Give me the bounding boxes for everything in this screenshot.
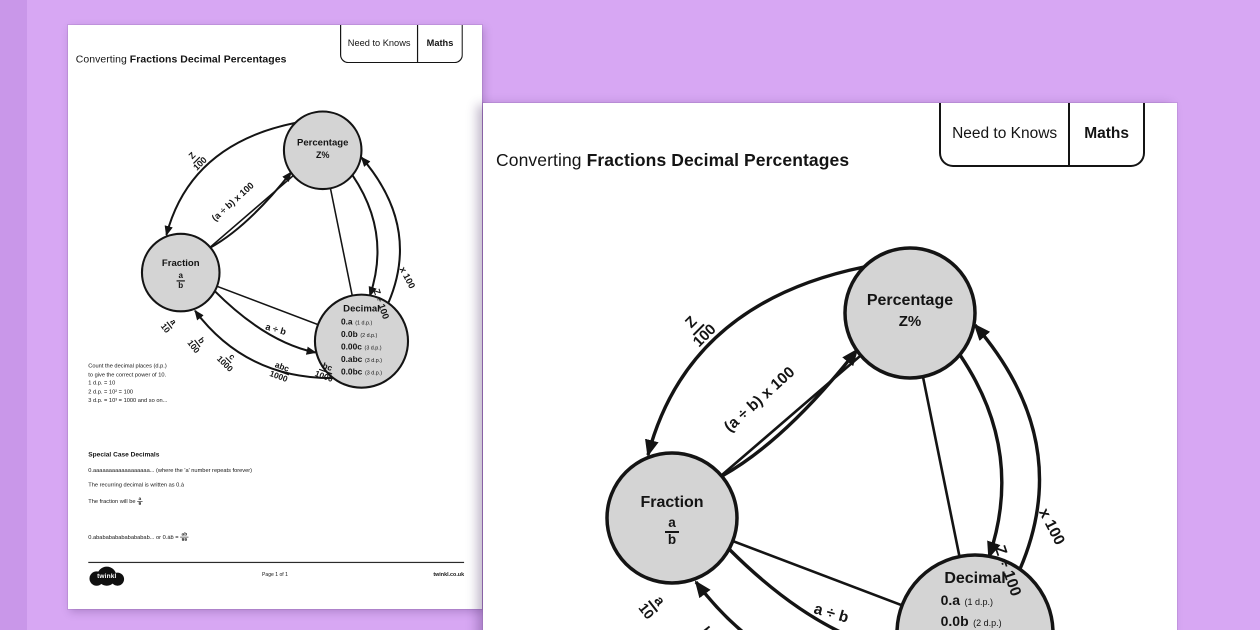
decimal-places-note: Count the decimal places (d.p.) to give … <box>88 362 167 405</box>
note-line: 3 d.p. = 10³ = 1000 and so on... <box>88 397 168 404</box>
arrow-fraction-to-decimal <box>727 547 841 630</box>
front-page[interactable]: Converting Fractions Decimal Percentages… <box>483 103 1177 630</box>
decimal-example: 0.0b (2 d.p.) <box>340 329 378 339</box>
fraction-circle <box>140 232 221 313</box>
percentage-value: Z% <box>315 150 330 161</box>
decimal-label: Decimal <box>343 303 380 314</box>
percentage-node: Percentage Z% <box>269 137 376 161</box>
background-left-strip <box>0 0 27 630</box>
percentage-value: Z% <box>898 313 922 330</box>
decimal-examples: 0.a (1 d.p.) 0.0b (2 d.p.) 0.00c (3 d.p.… <box>341 316 382 379</box>
arrow-percentage-to-decimal <box>958 354 1004 559</box>
fraction-label: Fraction <box>640 494 704 511</box>
title-emphasis: Fractions Decimal Percentages <box>586 150 850 170</box>
decimal-circle <box>313 293 410 389</box>
twinkl-logo: twinkl <box>89 565 125 586</box>
decimal-example: 0.00c (3 d.p.) <box>340 341 382 352</box>
percentage-circle <box>282 110 363 191</box>
arrow-decimal-to-fraction <box>194 309 332 380</box>
decimal-examples: 0.a (1 d.p.) 0.0b (2 d.p.) 0.00c (3 d.p.… <box>941 591 1010 630</box>
decimal-example: 0.0bc (3 d.p.) <box>340 366 382 377</box>
twinkl-logo-text: twinkl <box>97 572 117 580</box>
footer-divider <box>88 561 465 564</box>
arrow-percentage-to-fraction <box>645 265 865 457</box>
arrow-decimal-to-percentage <box>973 323 1042 570</box>
arrow-fraction-to-percentage <box>210 171 292 249</box>
tab-maths: Maths <box>426 38 454 49</box>
sheet: Converting Fractions Decimal Percentages… <box>483 103 1177 630</box>
resource-type-tab-group: Need to Knows Maths <box>340 25 463 64</box>
decimal-node: Decimal 0.a (1 d.p.) 0.0b (2 d.p.) 0.00c… <box>890 569 1060 630</box>
decimal-label: Decimal <box>944 570 1006 587</box>
decimal-example: 0.0b (2 d.p.) <box>940 613 1002 629</box>
arrow-fraction-to-decimal <box>214 290 317 355</box>
note-line: 2 d.p. = 10² = 100 <box>88 388 134 396</box>
decimal-example: 0.abc (3 d.p.) <box>340 354 382 364</box>
back-page[interactable]: Converting Fractions Decimal Percentages… <box>68 25 482 609</box>
note-line: Count the decimal places (d.p.) <box>88 362 167 370</box>
percentage-circle <box>843 246 977 380</box>
page-title: Converting Fractions Decimal Percentages <box>76 53 287 66</box>
fraction-label: Fraction <box>161 258 200 269</box>
conversion-diagram-graphic <box>140 110 410 389</box>
title-prefix: Converting <box>75 53 127 65</box>
special-case-line: The recurring decimal is written as 0.ȧ <box>88 481 185 489</box>
sheet: Converting Fractions Decimal Percentages… <box>68 25 482 609</box>
decimal-example: 0.a (1 d.p.) <box>340 316 373 327</box>
fraction-circle <box>605 451 739 585</box>
special-case-decimals-section: Special Case Decimals 0.aaaaaaaaaaaaaaaa… <box>88 451 252 543</box>
percentage-label: Percentage <box>296 137 349 148</box>
arrow-percentage-to-decimal <box>351 174 379 297</box>
percentage-label: Percentage <box>866 292 954 309</box>
page-title: Converting Fractions Decimal Percentages <box>496 150 849 171</box>
decimal-circle <box>895 553 1055 630</box>
arrow-decimal-to-percentage <box>360 156 401 304</box>
arrow-decimal-to-fraction <box>694 580 744 630</box>
note-line: to give the correct power of 10. <box>88 371 167 378</box>
decimal-node: Decimal 0.a (1 d.p.) 0.0b (2 d.p.) 0.00c… <box>311 303 412 379</box>
tab-need-to-knows: Need to Knows <box>341 25 419 62</box>
arrow-fraction-to-percentage <box>721 348 859 478</box>
conversion-diagram-graphic <box>605 246 1055 630</box>
title-emphasis: Fractions Decimal Percentages <box>129 53 287 65</box>
percentage-node: Percentage Z% <box>820 291 1000 332</box>
title-prefix: Converting <box>496 150 582 170</box>
special-case-heading: Special Case Decimals <box>88 450 160 459</box>
page-number: Page 1 of 1 <box>262 571 288 578</box>
special-case-line: 0.aaaaaaaaaaaaaaaaaa... (where the 'a' n… <box>88 467 253 474</box>
tab-need-to-knows: Need to Knows <box>941 103 1071 165</box>
resource-type-tab-group: Need to Knows Maths <box>939 103 1145 167</box>
website-url: twinkl.co.uk <box>433 571 465 578</box>
tab-maths: Maths <box>1084 125 1130 142</box>
arrow-percentage-to-fraction <box>164 121 296 237</box>
note-line: 1 d.p. = 10 <box>88 379 116 387</box>
decimal-example: 0.a (1 d.p.) <box>940 592 994 608</box>
